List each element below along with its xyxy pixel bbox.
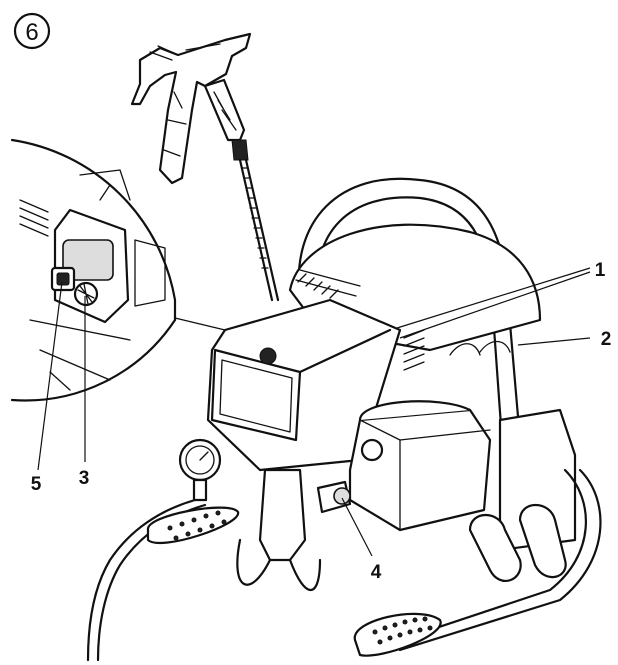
callout-2: 2 [601,329,612,350]
figure-number: 6 [25,19,38,46]
callout-1: 1 [595,260,606,281]
pump-fluid-section [236,468,352,592]
callout-3: 3 [79,468,90,489]
callout-labels: 1 2 3 4 5 [31,260,612,583]
paint-hose [86,498,240,662]
pressure-gauge [178,438,222,502]
spray-gun [130,32,280,302]
cart-grip [353,612,442,657]
control-panel-inset [10,138,226,402]
figure-number-badge: 6 [13,12,51,50]
cooling-vents [297,273,425,371]
callout-4: 4 [371,562,382,583]
hose-holder [398,408,602,652]
callout-5: 5 [31,474,42,495]
leader-lines [37,267,591,557]
electrical-box [348,400,492,532]
pump-body [206,298,402,472]
